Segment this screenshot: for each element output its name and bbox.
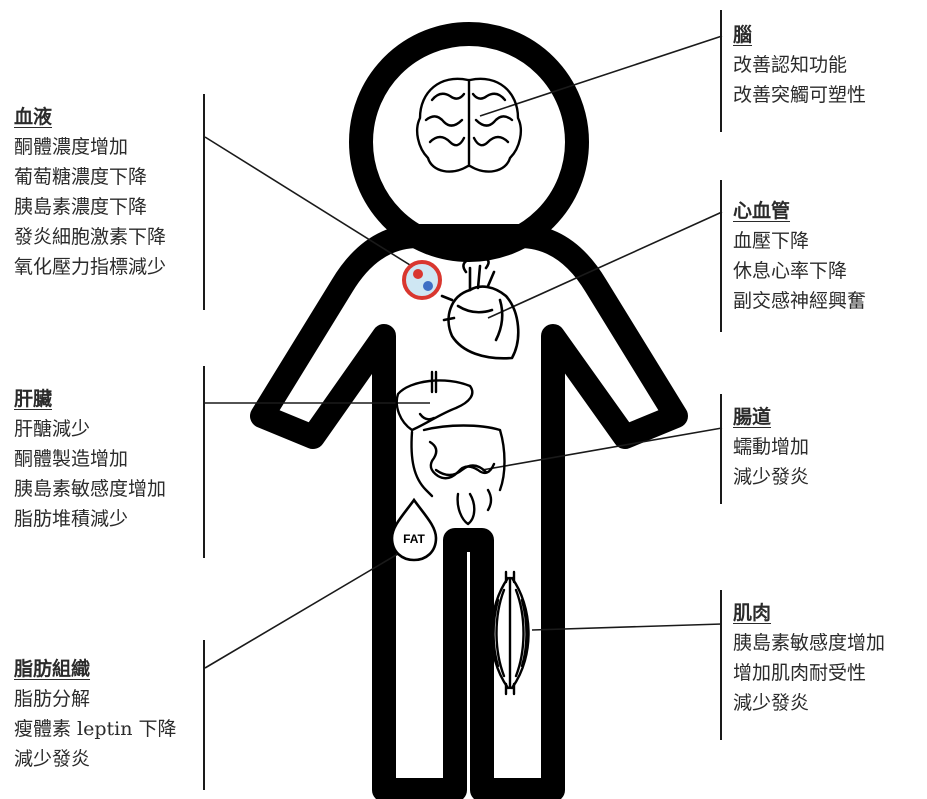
item-liver-3: 胰島素敏感度增加 [14, 474, 166, 504]
item-liver-2: 酮體製造增加 [14, 444, 166, 474]
title-blood: 血液 [14, 102, 166, 132]
item-muscle-1: 胰島素敏感度增加 [733, 628, 885, 658]
divider-blood [203, 94, 205, 310]
title-muscle: 肌肉 [733, 598, 885, 628]
fat-label: FAT [403, 532, 425, 546]
panel-liver: 肝臟 肝醣減少 酮體製造增加 胰島素敏感度增加 脂肪堆積減少 [14, 384, 166, 534]
panel-cardio: 心血管 血壓下降 休息心率下降 副交感神經興奮 [733, 196, 866, 316]
item-muscle-2: 增加肌肉耐受性 [733, 658, 885, 688]
panel-muscle: 肌肉 胰島素敏感度增加 增加肌肉耐受性 減少發炎 [733, 598, 885, 718]
item-blood-2: 葡萄糖濃度下降 [14, 162, 166, 192]
item-liver-1: 肝醣減少 [14, 414, 166, 444]
item-liver-4: 脂肪堆積減少 [14, 504, 166, 534]
muscle-icon [491, 572, 528, 694]
divider-adipose [203, 640, 205, 790]
title-brain: 腦 [733, 20, 866, 50]
item-blood-1: 酮體濃度增加 [14, 132, 166, 162]
item-gut-1: 蠕動增加 [733, 432, 809, 462]
item-adipose-1: 脂肪分解 [14, 684, 177, 714]
fat-drop-icon [392, 500, 436, 560]
divider-liver [203, 366, 205, 558]
liver-icon [397, 372, 473, 430]
item-cardio-1: 血壓下降 [733, 226, 866, 256]
blood-cell-icon [404, 262, 440, 298]
heart-icon [442, 258, 518, 358]
title-gut: 腸道 [733, 402, 809, 432]
item-brain-1: 改善認知功能 [733, 50, 866, 80]
panel-gut: 腸道 蠕動增加 減少發炎 [733, 402, 809, 492]
item-gut-2: 減少發炎 [733, 462, 809, 492]
intestine-icon [412, 426, 505, 525]
divider-cardio [720, 180, 722, 332]
item-blood-5: 氧化壓力指標減少 [14, 252, 166, 282]
title-cardio: 心血管 [733, 196, 866, 226]
item-adipose-3: 減少發炎 [14, 744, 177, 774]
item-cardio-3: 副交感神經興奮 [733, 286, 866, 316]
torso-outline [262, 236, 676, 790]
connector-gut [482, 428, 722, 470]
item-cardio-2: 休息心率下降 [733, 256, 866, 286]
title-liver: 肝臟 [14, 384, 166, 414]
panel-brain: 腦 改善認知功能 改善突觸可塑性 [733, 20, 866, 110]
item-brain-2: 改善突觸可塑性 [733, 80, 866, 110]
item-blood-4: 發炎細胞激素下降 [14, 222, 166, 252]
divider-brain [720, 10, 722, 132]
item-adipose-2: 瘦體素 leptin 下降 [14, 714, 177, 744]
panel-adipose: 脂肪組織 脂肪分解 瘦體素 leptin 下降 減少發炎 [14, 654, 177, 774]
brain-icon [417, 79, 521, 172]
item-muscle-3: 減少發炎 [733, 688, 885, 718]
divider-muscle [720, 590, 722, 740]
divider-gut [720, 394, 722, 504]
title-adipose: 脂肪組織 [14, 654, 177, 684]
panel-blood: 血液 酮體濃度增加 葡萄糖濃度下降 胰島素濃度下降 發炎細胞激素下降 氧化壓力指… [14, 102, 166, 282]
item-blood-3: 胰島素濃度下降 [14, 192, 166, 222]
